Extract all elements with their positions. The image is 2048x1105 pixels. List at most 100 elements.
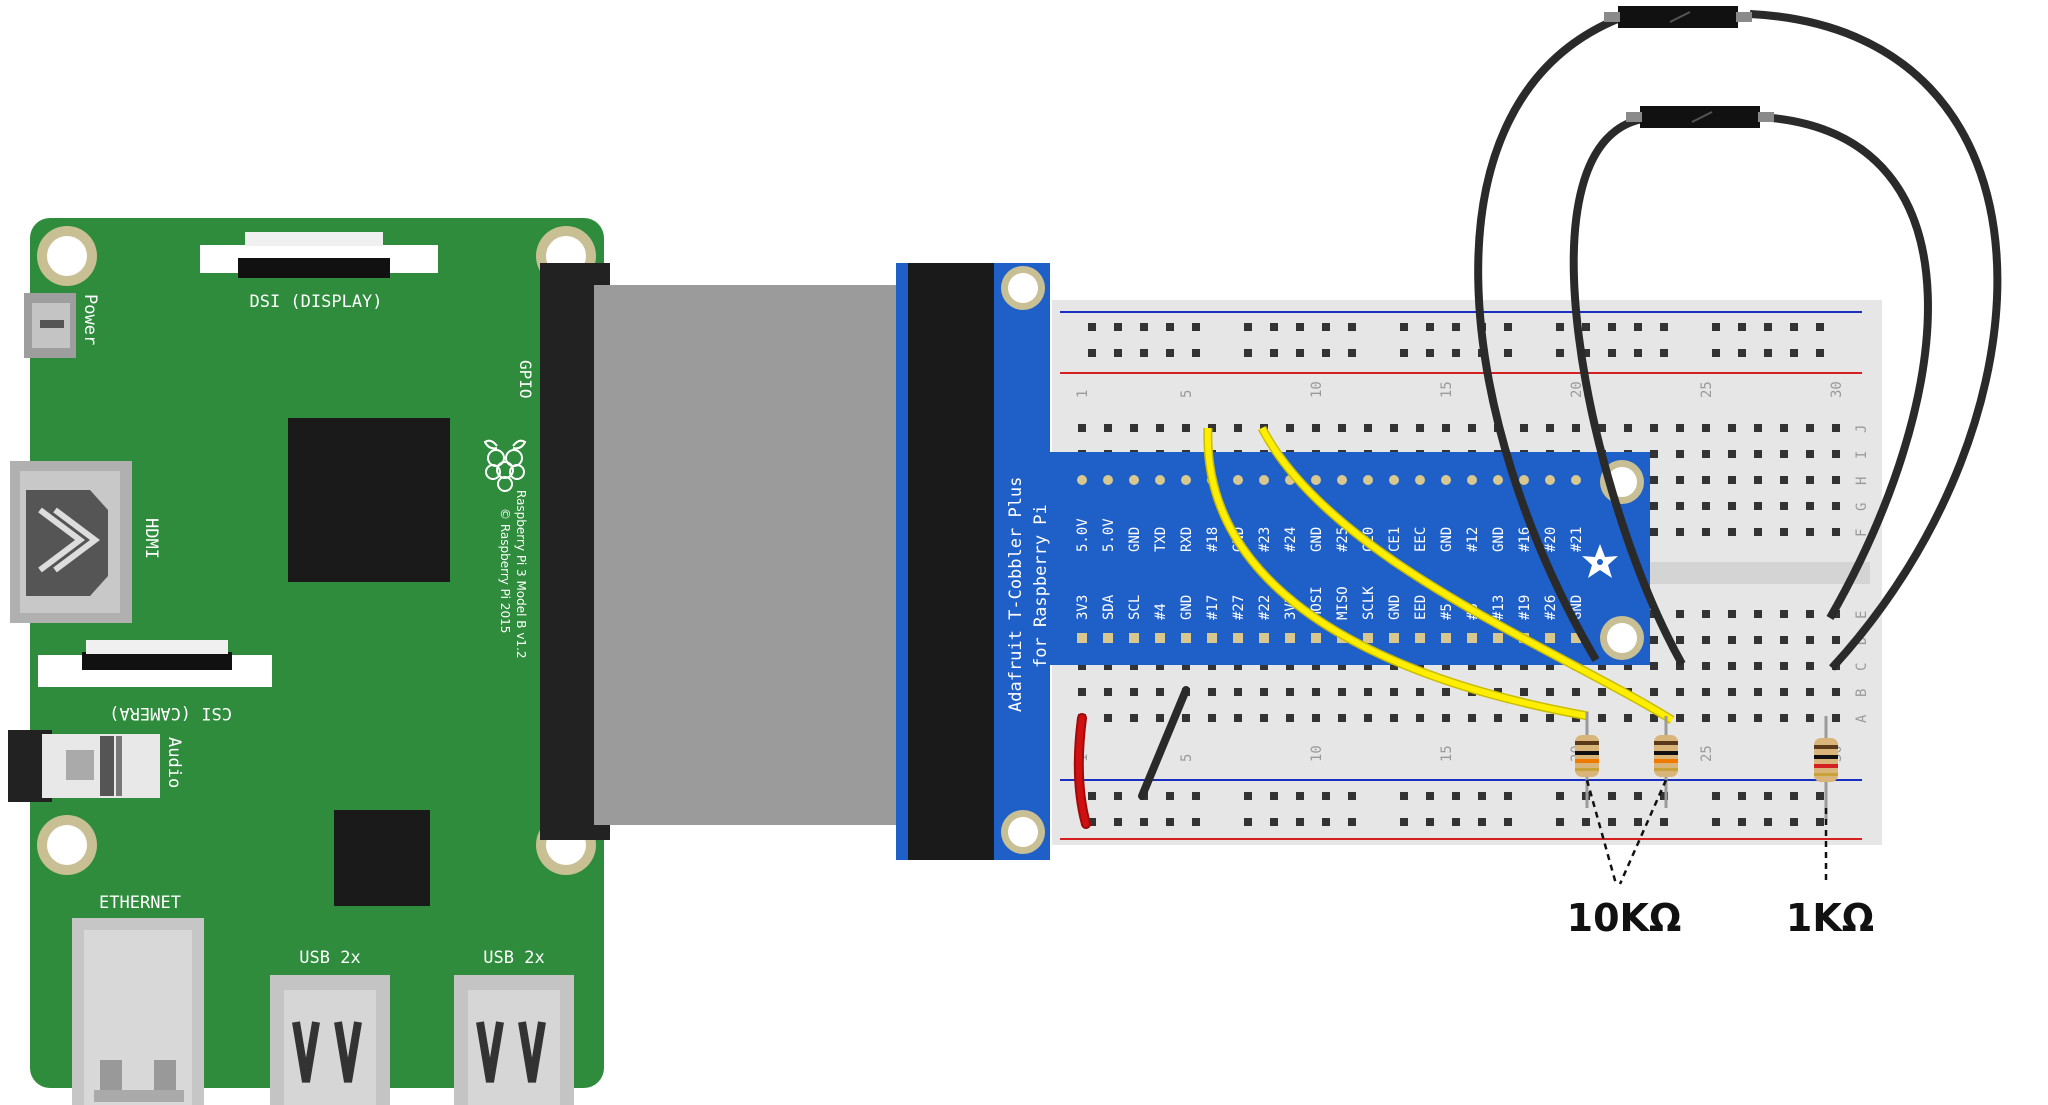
breadboard-hole	[1650, 636, 1658, 644]
cobbler-pin	[1181, 633, 1191, 643]
breadboard-hole	[1702, 450, 1710, 458]
rail-hole	[1452, 349, 1460, 357]
ethernet-label: ETHERNET	[99, 893, 181, 913]
rail-hole	[1400, 349, 1408, 357]
breadboard-hole	[1208, 714, 1216, 722]
breadboard-hole	[1416, 688, 1424, 696]
usb-label-1: USB 2x	[299, 948, 360, 968]
rail-hole	[1088, 323, 1096, 331]
gpio-label: GPIO	[516, 360, 535, 399]
rail-hole	[1478, 818, 1486, 826]
wires	[1073, 6, 2002, 829]
rail-hole	[1140, 323, 1148, 331]
breadboard-hole	[1260, 662, 1268, 670]
rail-hole	[1088, 792, 1096, 800]
breadboard-hole	[1676, 424, 1684, 432]
breadboard-hole	[1364, 714, 1372, 722]
rail-hole	[1556, 349, 1564, 357]
breadboard-hole	[1182, 662, 1190, 670]
breadboard-hole	[1520, 688, 1528, 696]
breadboard-hole	[1832, 476, 1840, 484]
rail-hole	[1504, 349, 1512, 357]
breadboard-hole	[1468, 424, 1476, 432]
cobbler-pin-label: #16	[1517, 527, 1533, 552]
rail-hole	[1634, 818, 1642, 826]
wire-black-gnd	[1138, 686, 1190, 800]
rail-hole	[1426, 323, 1434, 331]
breadboard-hole	[1078, 688, 1086, 696]
raspberry-logo-icon	[483, 439, 527, 492]
breadboard-hole	[1390, 424, 1398, 432]
breadboard-hole	[1702, 476, 1710, 484]
breadboard-hole	[1624, 424, 1632, 432]
cobbler-pin-label: GND	[1491, 527, 1507, 552]
rail-hole	[1452, 323, 1460, 331]
column-number: 10	[1309, 745, 1325, 762]
breadboard-hole	[1468, 714, 1476, 722]
breadboard-hole	[1312, 662, 1320, 670]
rail-hole	[1660, 792, 1668, 800]
cobbler-pin	[1467, 633, 1477, 643]
cobbler-pin-label: GND	[1179, 595, 1195, 620]
breadboard-hole	[1754, 528, 1762, 536]
breadboard-hole	[1624, 662, 1632, 670]
breadboard-hole	[1754, 636, 1762, 644]
rail-hole	[1712, 818, 1720, 826]
breadboard-hole	[1702, 688, 1710, 696]
mounting-hole	[1600, 616, 1644, 660]
breadboard-hole	[1130, 424, 1138, 432]
breadboard-hole	[1598, 662, 1606, 670]
rail-hole	[1400, 323, 1408, 331]
cobbler-pin-label: #18	[1205, 527, 1221, 552]
breadboard-hole	[1780, 610, 1788, 618]
cobbler-pin	[1493, 475, 1503, 485]
cobbler-pin-label: #5	[1439, 603, 1455, 620]
rail-hole	[1660, 818, 1668, 826]
rail-hole	[1764, 818, 1772, 826]
rail-hole	[1556, 792, 1564, 800]
rail-hole	[1426, 792, 1434, 800]
cobbler-title: Adafruit T-Cobbler Plus	[1006, 477, 1026, 712]
rail-hole	[1270, 349, 1278, 357]
breadboard-hole	[1364, 662, 1372, 670]
rail-hole	[1816, 323, 1824, 331]
rail-hole	[1192, 818, 1200, 826]
column-number: 1	[1075, 390, 1091, 398]
rail-hole	[1764, 349, 1772, 357]
rail-hole	[1556, 818, 1564, 826]
breadboard-hole	[1650, 476, 1658, 484]
cobbler-pin-label: #22	[1257, 595, 1273, 620]
breadboard-hole	[1442, 424, 1450, 432]
row-letter: C	[1854, 663, 1870, 671]
breadboard-hole	[1728, 610, 1736, 618]
cobbler-pin	[1285, 633, 1295, 643]
breadboard-hole	[1754, 714, 1762, 722]
breadboard-hole	[1416, 714, 1424, 722]
rail-hole	[1296, 323, 1304, 331]
rail-hole	[1452, 792, 1460, 800]
rail-hole	[1166, 818, 1174, 826]
breadboard-hole	[1598, 424, 1606, 432]
breadboard-hole	[1780, 476, 1788, 484]
breadboard-hole	[1572, 424, 1580, 432]
resistor-10k-1	[1575, 712, 1599, 808]
rail-hole	[1504, 323, 1512, 331]
breadboard-hole	[1546, 688, 1554, 696]
rail-hole	[1608, 323, 1616, 331]
breadboard-hole	[1832, 528, 1840, 536]
rail-hole	[1712, 323, 1720, 331]
breadboard-hole	[1806, 528, 1814, 536]
cobbler-pin-label: EEC	[1413, 527, 1429, 552]
copyright-text: © Raspberry Pi 2015	[498, 508, 512, 633]
row-letter: G	[1854, 503, 1870, 511]
row-letter: J	[1854, 425, 1870, 433]
breadboard-hole	[1390, 714, 1398, 722]
rail-hole	[1790, 349, 1798, 357]
breadboard-hole	[1806, 502, 1814, 510]
rail-hole	[1348, 349, 1356, 357]
rail-hole	[1296, 818, 1304, 826]
breadboard-hole	[1728, 688, 1736, 696]
rail-hole	[1140, 818, 1148, 826]
column-number: 25	[1699, 745, 1715, 762]
